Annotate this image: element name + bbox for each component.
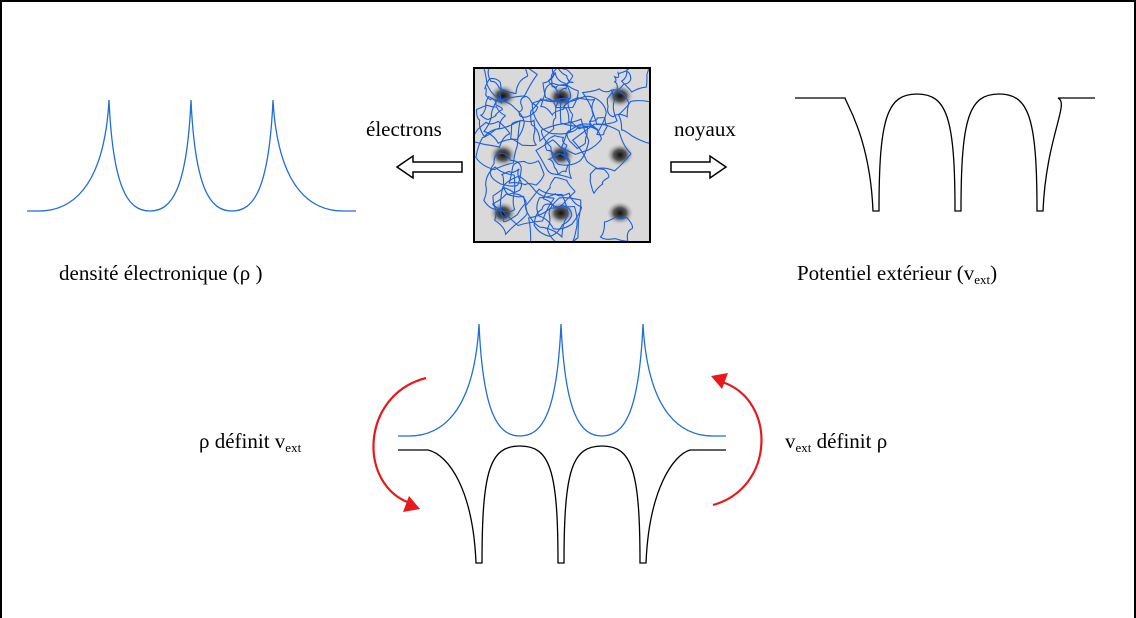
electron-orbit [620,68,650,93]
electron-orbit [474,120,511,149]
electron-orbit [540,118,590,166]
electron-orbit [500,168,523,195]
electron-orbit [544,135,568,158]
density-caption: densité électronique (ρ ) [59,261,263,285]
electron-orbit [540,82,572,117]
electron-orbit [508,160,545,186]
electron-orbit [492,187,527,223]
electron-orbit [547,153,571,176]
vext-sub: ext [795,440,812,455]
electrons-label: électrons [366,117,442,141]
potential-caption-sub: ext [974,272,991,287]
density-curve-top [27,99,356,212]
electron-orbit [535,139,573,180]
electron-orbit [483,166,516,213]
vext-defines-text: définit ρ [811,429,888,453]
potential-caption: Potentiel extérieur (vext) [797,261,998,287]
electron-orbit [566,125,589,150]
electron-orbit [483,98,525,145]
hollow-left-arrow-icon [395,154,463,180]
potential-curve-bottom [398,445,726,564]
electron-orbit [476,104,507,138]
vext-defines-rho-label: vext définit ρ [785,429,888,455]
electron-orbits [474,68,650,242]
red-curved-arrow-down-icon [372,376,427,512]
red-curved-arrow-up-icon [711,373,763,507]
electron-orbit [483,77,503,104]
electron-orbit [489,152,522,187]
electron-orbit [613,70,632,90]
electron-orbit [487,68,529,95]
nucleus [489,143,517,167]
electron-orbit [479,95,503,120]
electron-orbit [483,68,538,101]
electron-orbit [550,68,574,95]
potential-caption-close: ) [990,261,998,285]
electron-orbit [510,118,538,147]
density-curve-bottom [398,323,726,437]
rho-defines-vext-label: ρ définit vext [199,429,302,455]
electron-orbit [559,95,607,133]
electron-orbit [499,175,555,227]
electron-orbit [617,100,650,144]
molecule-box [473,67,651,243]
electron-orbit [571,123,632,172]
hollow-right-arrow-icon [670,154,728,180]
rho-defines-text: ρ définit v [199,429,286,453]
electron-orbit [536,192,583,230]
potential-caption-main: Potentiel extérieur (v [797,261,975,285]
electron-orbit [527,205,578,242]
potential-curve-top [795,93,1095,212]
electron-orbit [542,176,576,209]
nucleus [489,84,517,108]
electron-orbit [533,203,573,237]
electron-orbit [546,197,582,242]
electron-orbit [606,89,630,118]
electron-orbit [518,95,539,118]
electron-orbit [491,193,528,236]
noyaux-label: noyaux [674,117,736,141]
vext-text: v [785,429,796,453]
electron-orbit [589,168,610,195]
rho-defines-sub: ext [285,440,302,455]
nucleus [547,143,575,167]
electron-orbit [475,119,521,171]
electron-orbit [542,72,579,109]
electron-orbit [581,88,618,126]
